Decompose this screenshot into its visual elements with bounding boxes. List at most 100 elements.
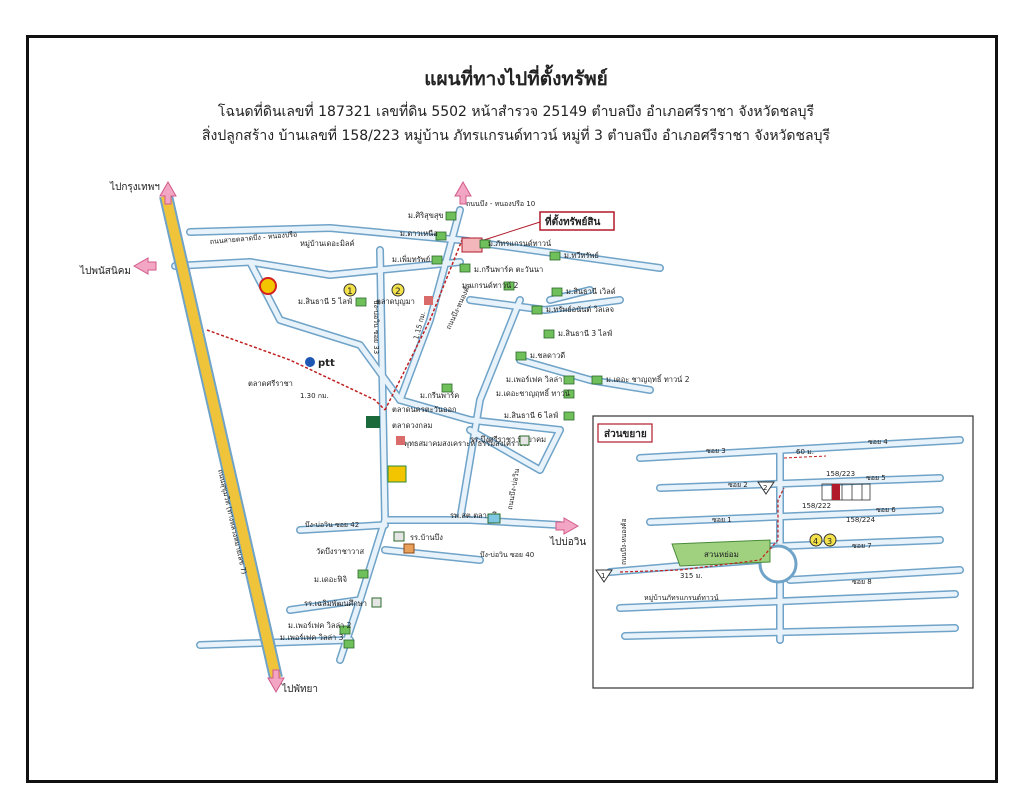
label-to-phanat: ไปพนัสนิคม (79, 265, 131, 277)
direction-arrows (132, 180, 580, 694)
inset-marker-2 (757, 481, 775, 495)
label-soi-3: ซอย 3 (706, 447, 726, 455)
house-icon (503, 281, 515, 291)
label-the-fiji: ม.เดอะฟิจิ (314, 575, 347, 584)
route-line-2 (384, 239, 463, 411)
label-plot-left: 158/222 (802, 502, 831, 510)
label-school-bueng: รร.บึงศรีราชา พิทยาคม (470, 435, 546, 444)
inset-marker-1 (595, 569, 613, 583)
road-fill (172, 207, 663, 663)
house-icon (479, 239, 491, 249)
target-property-block (461, 237, 483, 253)
label-talat-boon: ตลาดบุญมา (376, 297, 415, 306)
subtitle-deed: โฉนดที่ดินเลขที่ 187321 เลขที่ดิน 5502 ห… (217, 104, 815, 120)
label-sinthani6: ม.สินธานี 6 ไลฟ์ (504, 411, 558, 420)
label-kwang: ตลาดวงกลม (392, 421, 433, 430)
marker-2 (391, 283, 405, 297)
house-icon (563, 411, 575, 421)
target-label-box (539, 211, 615, 231)
label-dawnuea: ม.ดาวเหนือ (400, 229, 438, 238)
label-soi-1: ซอย 1 (712, 516, 732, 524)
label-village: หมู่บ้านภัทรแกรนด์ทาวน์ (644, 594, 719, 602)
marker-1 (343, 283, 357, 297)
label-grandtown2: ม.แกรนด์ทาวน์ 2 (462, 281, 519, 290)
shell-station-icon (259, 277, 277, 295)
arrow-bowin-icon (555, 517, 580, 535)
label-road-soi42: บึง-บ่อวิน ซอย 42 (305, 520, 359, 529)
label-to-bangkok: ไปกรุงเทพฯ (109, 181, 160, 193)
temple-icon (396, 436, 405, 445)
label-phermsap: ม.เพิ่มทรัพย์ (392, 254, 430, 264)
label-soi-2: ซอย 2 (728, 481, 748, 489)
label-soi-4: ซอย 4 (868, 438, 888, 446)
label-distance-top: 60 ม. (796, 448, 814, 456)
label-to-bowin: ไปบ่อวิน (549, 536, 586, 548)
label-sinthani3: ม.สินธานี 3 ไลฟ์ (558, 329, 612, 338)
label-perfect3: ม.เพอร์เฟค วิลล่า 3 (280, 633, 344, 642)
label-school-ban: รร.บ้านบึง (410, 533, 443, 542)
inset-marker-4-label: 4 (813, 537, 818, 546)
arrow-pattaya-icon (267, 669, 285, 694)
label-soi-6: ซอย 6 (876, 506, 896, 514)
label-sinthani5: ม.สินธานี 5 ไลฟ์ (298, 297, 352, 306)
inset-route (619, 487, 785, 573)
label-school-chaloem: รร.เฉลิมพัฒนศึกษา (304, 599, 367, 608)
label-road-soi40: บึง-บ่อวิน ซอย 40 (480, 550, 534, 559)
label-phattara: ม.ภัทรแกรนด์ทาวน์ (488, 239, 551, 248)
label-soi-5: ซอย 5 (866, 474, 886, 482)
subtitle-building: สิ่งปลูกสร้าง บ้านเลขที่ 158/223 หมู่บ้า… (201, 128, 831, 144)
market-icon (424, 296, 433, 305)
label-chollada: ม.ชลดาวดี (530, 351, 565, 360)
label-hospital: รพ.สต.ตลาดบึง (450, 511, 500, 520)
highway (161, 194, 281, 680)
page-title: แผนที่ทางไปที่ตั้งทรัพย์ (424, 68, 608, 90)
label-mueangthong: หมู่บ้านเดอะมิลค์ (300, 239, 355, 248)
house-icon (355, 297, 367, 307)
distance-top-line (783, 455, 827, 459)
label-distance-1: 1.30 กม. (300, 392, 329, 400)
label-sirisuk: ม.ศิริสุขสุข (408, 211, 444, 220)
inset-title: ส่วนขยาย (604, 428, 647, 440)
label-distance-bottom: 315 ม. (680, 572, 702, 580)
inset-marker-3-label: 3 (827, 537, 832, 546)
marker-1-label: 1 (347, 287, 353, 297)
label-greenpark2: ม.กรีนพาร์ค (420, 391, 459, 400)
label-thawisap: ม.ทวีทรัพย์ (564, 251, 599, 260)
target-leader-line (483, 221, 541, 241)
house-icon (445, 211, 457, 221)
label-target: ที่ตั้งทรัพย์สิน (545, 214, 600, 228)
arrow-north-icon (454, 180, 472, 205)
school-icon-3 (371, 597, 382, 608)
arrow-phanat-icon (132, 257, 157, 275)
label-road-nongpru10: ถนนบึง - หนองปรือ 10 (466, 199, 535, 208)
inset-marker-1-label: 1 (601, 572, 605, 580)
inset-soi-labels: ซอย 3 ซอย 2 ซอย 1 ซอย 4 ซอย 5 ซอย 6 ซอย … (706, 438, 896, 586)
label-perfect-villa: ม.เพอร์เฟค วิลล่า (506, 375, 562, 384)
house-icon (459, 263, 471, 273)
label-ptt: ptt (318, 358, 335, 369)
house-icon (591, 375, 603, 385)
inset-map: ส่วนขยาย สวนหย่อม ซอย 3 (592, 415, 974, 689)
school-icon (519, 435, 530, 446)
arrow-bangkok-icon (159, 180, 177, 205)
label-sinthani-plus: ม.สินธานี เวิลด์ (566, 287, 616, 296)
road-network (171, 206, 664, 664)
shop-icon (387, 465, 407, 483)
label-to-pattaya: ไปพัทยา (281, 683, 318, 695)
ptt-station-icon (305, 357, 315, 367)
house-icon (431, 255, 443, 265)
house-icon (531, 305, 543, 315)
park-area (671, 539, 771, 567)
label-talat-sriracha: ตลาดศรีราชา (248, 379, 293, 388)
label-road-soi33: บึง-บ่อวิน ซอย 33 (372, 300, 381, 354)
house-icon (515, 351, 527, 361)
label-greenpark: ม.กรีนพาร์ค ตะวันนา (474, 265, 543, 274)
village-icons (339, 211, 603, 649)
inset-marker-3 (823, 533, 837, 547)
label-soi-8: ซอย 8 (852, 578, 872, 586)
house-icon (343, 639, 355, 649)
house-icon (549, 251, 561, 261)
marker-2-label: 2 (395, 287, 401, 297)
label-wat-bueng: วัดบึงราชาวาส (316, 547, 364, 556)
